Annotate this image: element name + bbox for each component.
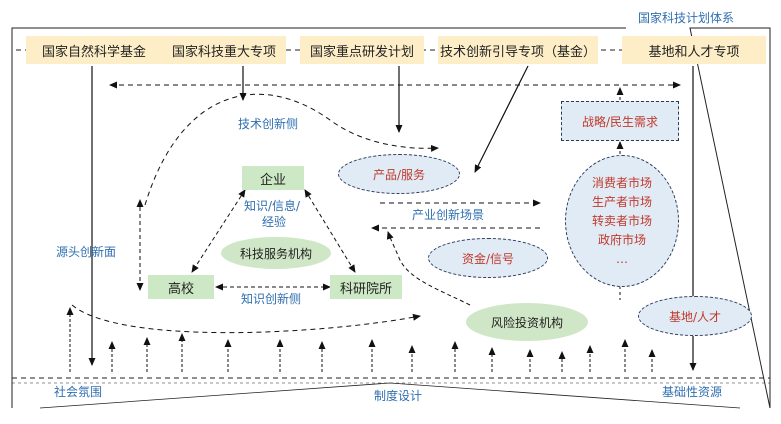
program-base-talent: 基地和人才专项 [622,36,766,64]
knowledge-exchange-label-2: 经验 [262,215,287,229]
market-item: 政府市场 [597,232,646,247]
basic-resources-label: 基础性资源 [662,385,723,399]
node-enterprise: 企业 [242,166,304,190]
node-research-institute: 科研院所 [330,275,402,299]
industry-scenario-label: 产业创新场景 [412,208,485,222]
market-item: 生产者市场 [591,194,652,209]
node-product-service: 产品/服务 [338,154,460,194]
knowledge-exchange-label-1: 知识/信息/ [244,199,301,213]
system-frame [11,27,771,409]
market-item: 消费者市场 [591,175,652,190]
node-university: 高校 [148,275,214,299]
knowledge-innovation-side-label: 知识创新侧 [241,292,302,306]
node-tech-service: 科技服务机构 [221,237,331,269]
node-strategic-demand: 战略/民生需求 [561,101,679,141]
program-major-projects: 国家科技重大专项 [162,36,286,64]
market-item: 转卖者市场 [591,213,652,228]
node-base-talent: 基地/人才 [638,296,752,336]
program-tech-guidance: 技术创新引导专项（基金） [438,36,598,64]
market-list: 消费者市场 生产者市场 转卖者市场 政府市场 … [592,174,652,269]
tech-innovation-side-label: 技术创新侧 [238,117,299,131]
source-innovation-label: 源头创新面 [56,245,117,259]
program-key-rd: 国家重点研发计划 [300,36,424,64]
node-fund-signal: 资金/信号 [428,238,548,278]
program-nsfc: 国家自然科学基金 [26,36,162,64]
upward-arrows [66,307,656,372]
institutional-design-label: 制度设计 [374,389,423,403]
social-atmosphere-label: 社会氛围 [54,385,103,399]
market-ellipse: 消费者市场 生产者市场 转卖者市场 政府市场 … [565,155,679,287]
node-venture-capital: 风险投资机构 [466,303,588,341]
market-item: … [615,251,628,266]
system-title: 国家科技计划体系 [638,11,735,25]
institution-wedge [39,382,741,409]
